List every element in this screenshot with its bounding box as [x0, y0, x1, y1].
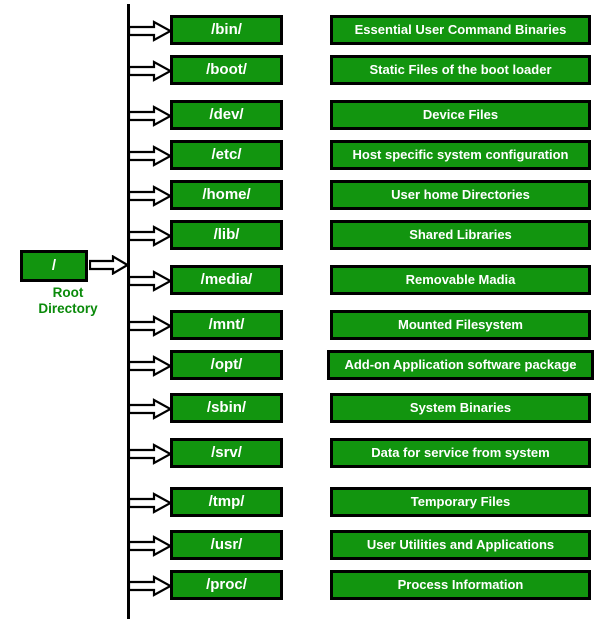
directory-description-box: Host specific system configuration	[330, 140, 591, 170]
directory-description-box: Temporary Files	[330, 487, 591, 517]
directory-box[interactable]: /mnt/	[170, 310, 283, 340]
branch-arrow-icon	[128, 270, 172, 292]
directory-box[interactable]: /bin/	[170, 15, 283, 45]
branch-arrow-icon	[128, 443, 172, 465]
branch-arrow-icon	[128, 145, 172, 167]
table-row: /boot/Static Files of the boot loader	[0, 55, 602, 85]
table-row: /lib/Shared Libraries	[0, 220, 602, 250]
directory-box[interactable]: /sbin/	[170, 393, 283, 423]
branch-arrow-icon	[128, 60, 172, 82]
directory-description-box: User Utilities and Applications	[330, 530, 591, 560]
branch-arrow-icon	[128, 225, 172, 247]
directory-box[interactable]: /home/	[170, 180, 283, 210]
branch-arrow-icon	[128, 105, 172, 127]
root-caption-line1: Root	[52, 285, 84, 300]
directory-description-box: User home Directories	[330, 180, 591, 210]
branch-arrow-icon	[128, 535, 172, 557]
branch-arrow-icon	[128, 185, 172, 207]
directory-box[interactable]: /boot/	[170, 55, 283, 85]
directory-description-box: Add-on Application software package	[327, 350, 594, 380]
root-directory-node: / Root Directory	[18, 250, 118, 317]
vertical-connector-line	[127, 4, 130, 619]
branch-arrow-icon	[128, 398, 172, 420]
directory-box[interactable]: /proc/	[170, 570, 283, 600]
branch-arrow-icon	[128, 492, 172, 514]
directory-box[interactable]: /usr/	[170, 530, 283, 560]
directory-description-box: Mounted Filesystem	[330, 310, 591, 340]
table-row: /tmp/Temporary Files	[0, 487, 602, 517]
directory-box[interactable]: /dev/	[170, 100, 283, 130]
branch-arrow-icon	[128, 20, 172, 42]
root-to-trunk-arrow-icon	[89, 255, 129, 275]
directory-description-box: Shared Libraries	[330, 220, 591, 250]
table-row: /sbin/System Binaries	[0, 393, 602, 423]
directory-description-box: Removable Madia	[330, 265, 591, 295]
directory-box[interactable]: /tmp/	[170, 487, 283, 517]
directory-box[interactable]: /media/	[170, 265, 283, 295]
branch-arrow-icon	[128, 315, 172, 337]
directory-description-box: Data for service from system	[330, 438, 591, 468]
table-row: /srv/Data for service from system	[0, 438, 602, 468]
root-directory-box[interactable]: /	[20, 250, 88, 282]
table-row: /proc/Process Information	[0, 570, 602, 600]
directory-box[interactable]: /etc/	[170, 140, 283, 170]
branch-arrow-icon	[128, 575, 172, 597]
table-row: /mnt/Mounted Filesystem	[0, 310, 602, 340]
directory-description-box: System Binaries	[330, 393, 591, 423]
directory-box[interactable]: /lib/	[170, 220, 283, 250]
directory-description-box: Process Information	[330, 570, 591, 600]
root-caption-line2: Directory	[38, 301, 98, 316]
table-row: /media/Removable Madia	[0, 265, 602, 295]
directory-description-box: Static Files of the boot loader	[330, 55, 591, 85]
directory-box[interactable]: /opt/	[170, 350, 283, 380]
table-row: /bin/Essential User Command Binaries	[0, 15, 602, 45]
table-row: /opt/Add-on Application software package	[0, 350, 602, 380]
directory-box[interactable]: /srv/	[170, 438, 283, 468]
branch-arrow-icon	[128, 355, 172, 377]
table-row: /usr/User Utilities and Applications	[0, 530, 602, 560]
table-row: /etc/Host specific system configuration	[0, 140, 602, 170]
directory-description-box: Device Files	[330, 100, 591, 130]
table-row: /dev/Device Files	[0, 100, 602, 130]
table-row: /home/User home Directories	[0, 180, 602, 210]
directory-description-box: Essential User Command Binaries	[330, 15, 591, 45]
root-directory-caption: Root Directory	[18, 285, 118, 317]
